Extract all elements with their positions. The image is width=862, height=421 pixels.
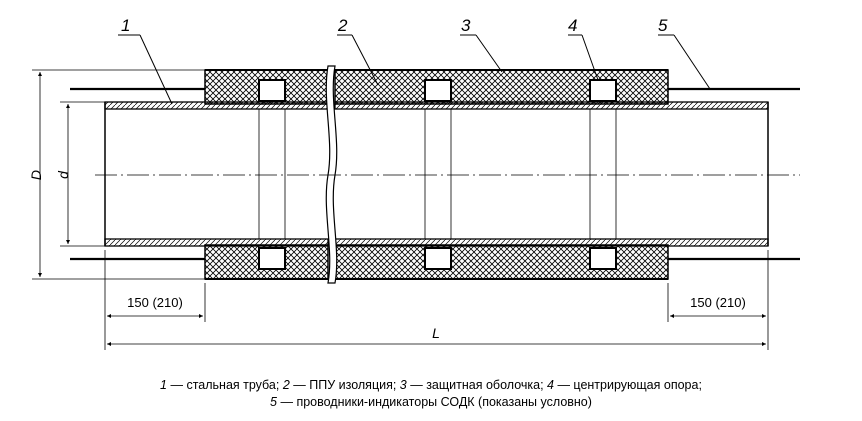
legend-num-3: 3 [399, 378, 407, 392]
protective-shell [205, 69, 668, 280]
dim-length: L [432, 325, 440, 341]
diameter-dimensions [32, 69, 205, 280]
legend-line-2: 5 — проводники-индикаторы СОДК (показаны… [0, 394, 862, 410]
legend-text-2: — ППУ изоляция; [289, 378, 400, 392]
callout-numbers: 1 2 3 4 5 [121, 16, 668, 35]
centering-supports [258, 79, 617, 270]
legend-line-1: 1 — стальная труба; 2 — ППУ изоляция; 3 … [0, 377, 862, 393]
legend-text-5: — проводники-индикаторы СОДК (показаны у… [277, 395, 592, 409]
legend-num-4: 4 [547, 378, 554, 392]
legend-num-5: 5 [270, 395, 277, 409]
legend-num-1: 1 [160, 378, 167, 392]
callout-3: 3 [461, 16, 471, 35]
break-line [325, 65, 338, 284]
callout-5: 5 [658, 16, 668, 35]
dim-inner-diameter: d [55, 170, 71, 179]
callout-1: 1 [121, 16, 130, 35]
callout-2: 2 [337, 16, 348, 35]
indicator-wires [70, 87, 800, 261]
dim-left-end: 150 (210) [127, 295, 183, 310]
callout-leaders [118, 34, 711, 105]
dim-right-end: 150 (210) [690, 295, 746, 310]
support-guide-lines [258, 109, 617, 239]
legend-num-2: 2 [282, 378, 290, 392]
steel-pipe [104, 101, 769, 247]
legend-text-1: — стальная труба; [167, 378, 283, 392]
legend-text-4: — центрирующая опора; [553, 378, 702, 392]
length-dimensions [104, 250, 769, 350]
callout-4: 4 [568, 16, 577, 35]
legend-text-3: — защитная оболочка; [406, 378, 548, 392]
dim-outer-diameter: D [28, 170, 44, 180]
